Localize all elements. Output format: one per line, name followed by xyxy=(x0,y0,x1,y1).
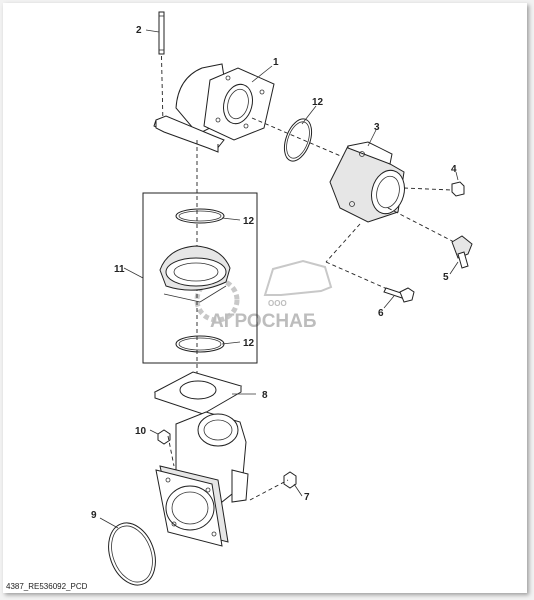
callout-12-kit-lower: 12 xyxy=(243,338,255,349)
callout-labels: 1 2 3 4 5 6 7 8 9 10 11 12 12 12 xyxy=(91,25,457,521)
part-seal-ring-kit-lower xyxy=(175,335,225,353)
part-stud xyxy=(158,11,165,55)
callout-5: 5 xyxy=(443,272,449,283)
watermark-tractor-icon xyxy=(263,259,333,296)
callout-4: 4 xyxy=(451,164,457,175)
part-clamp xyxy=(159,245,231,303)
assembly-line xyxy=(249,479,289,501)
part-nut-right xyxy=(283,471,297,489)
part-elbow-upper xyxy=(153,63,275,153)
watermark-gear-icon xyxy=(194,277,240,323)
part-adapter-housing xyxy=(329,141,405,223)
part-sensor xyxy=(451,235,473,269)
callout-6: 6 xyxy=(378,308,384,319)
callout-8: 8 xyxy=(262,390,268,401)
assembly-line xyxy=(161,55,164,126)
callout-10: 10 xyxy=(135,426,147,437)
callout-12-kit-upper: 12 xyxy=(243,216,255,227)
assembly-line xyxy=(251,117,351,161)
part-seal-ring-top xyxy=(283,118,313,162)
callout-7: 7 xyxy=(304,492,310,503)
callout-11: 11 xyxy=(114,264,125,275)
part-nut-left xyxy=(157,429,171,445)
watermark: ООО АГРОСНАБ xyxy=(194,259,333,332)
callout-2: 2 xyxy=(136,25,142,36)
assembly-line xyxy=(403,187,453,191)
part-bolt xyxy=(383,287,415,303)
callout-9: 9 xyxy=(91,510,97,521)
part-seal-ring-kit-upper xyxy=(175,208,225,224)
watermark-company: АГРОСНАБ xyxy=(210,311,317,332)
assembly-line xyxy=(167,435,175,467)
assembly-line xyxy=(325,223,361,263)
part-plug xyxy=(451,181,465,197)
drawing-code: 4387_RE536092_PCD xyxy=(6,582,88,591)
leader-lines xyxy=(99,29,459,529)
assembly-line xyxy=(387,207,459,245)
watermark-prefix: ООО xyxy=(268,299,287,308)
part-seal-ring-large xyxy=(108,522,156,586)
callout-1: 1 xyxy=(273,57,279,68)
part-flange-lower xyxy=(155,465,229,547)
callout-12-top: 12 xyxy=(312,97,324,108)
assembly-line xyxy=(325,261,395,293)
part-gasket xyxy=(153,371,243,415)
callout-3: 3 xyxy=(374,122,380,133)
